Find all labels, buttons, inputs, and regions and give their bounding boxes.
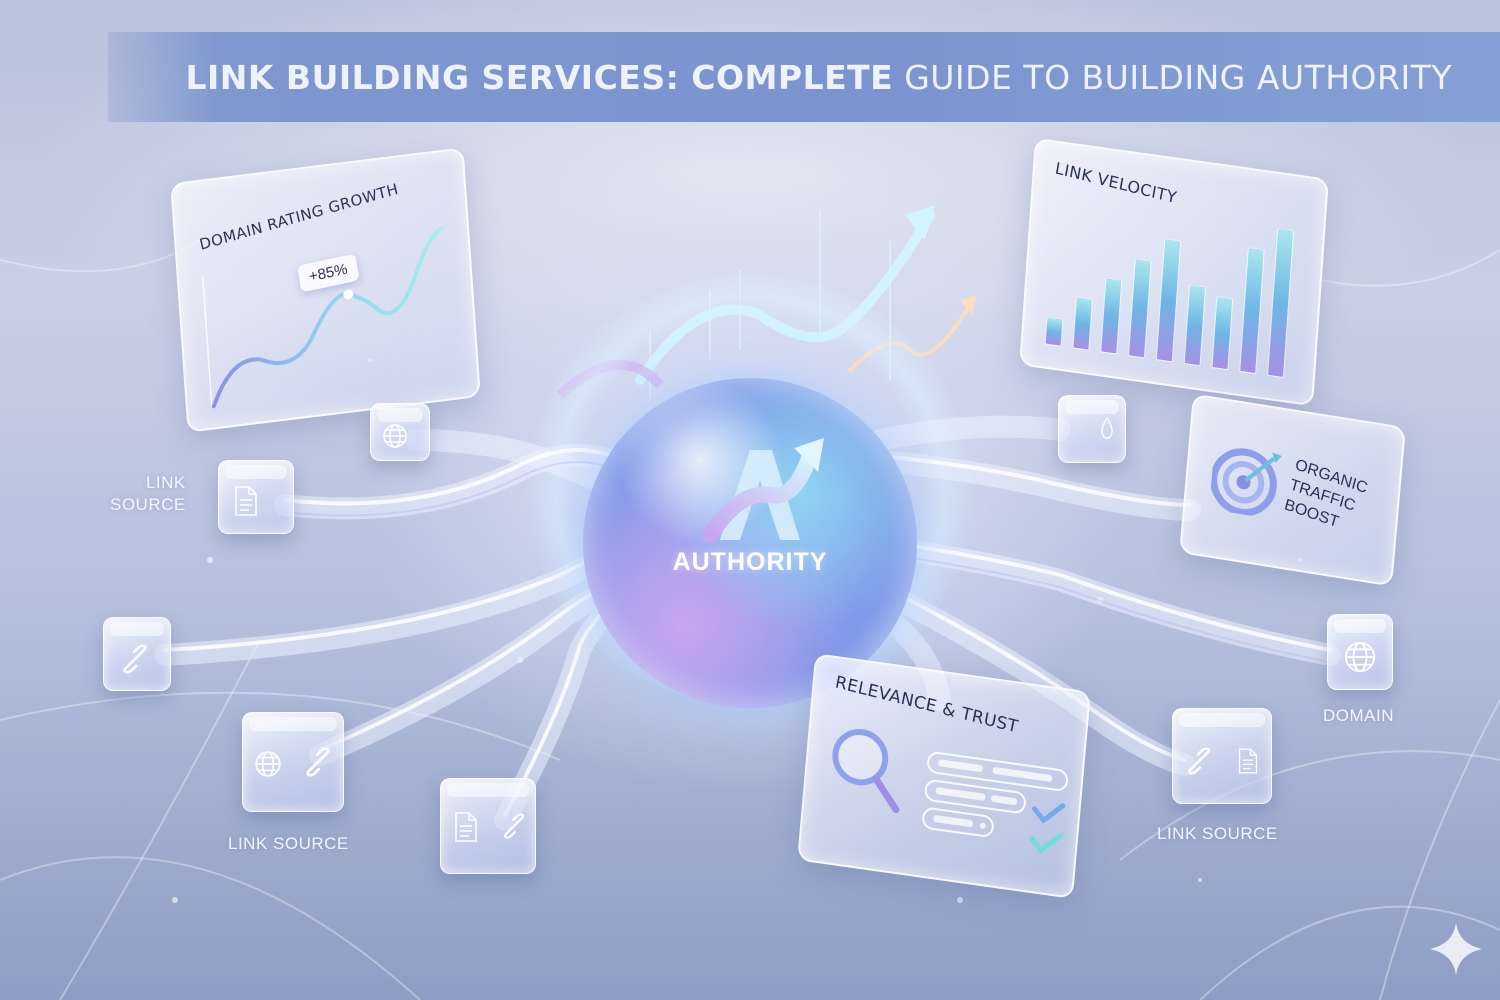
velocity-bar — [1211, 296, 1234, 371]
document-icon — [1238, 748, 1258, 774]
organic-traffic-panel: ORGANIC TRAFFIC BOOST — [1179, 393, 1406, 587]
chain-link-icon — [1188, 747, 1210, 775]
title-light-part: GUIDE TO BUILDING AUTHORITY — [893, 57, 1452, 97]
velocity-bar — [1044, 316, 1064, 347]
cube-globe-right — [1327, 614, 1393, 690]
title-bold-part: LINK BUILDING SERVICES: COMPLETE — [185, 57, 894, 97]
cube-link-document-right — [1172, 708, 1272, 804]
velocity-bar — [1128, 258, 1152, 359]
globe-icon — [1344, 641, 1376, 673]
relevance-trust-panel: RELEVANCE & TRUST — [797, 653, 1091, 899]
globe-icon — [255, 751, 281, 777]
document-icon — [235, 486, 257, 516]
chain-link-icon — [306, 747, 330, 777]
velocity-bar — [1266, 228, 1295, 379]
authority-label: AUTHORITY — [672, 548, 828, 576]
magnifier-icon — [832, 729, 900, 814]
domain-label: DOMAIN — [1323, 706, 1394, 725]
velocity-bar — [1155, 238, 1182, 363]
link-source-left-line1: LINK — [145, 473, 186, 492]
chain-link-icon — [503, 813, 525, 839]
document-icon — [455, 812, 477, 842]
cube-document-link-bottom — [440, 778, 536, 874]
drop-icon — [1101, 416, 1113, 439]
velocity-bar — [1183, 284, 1207, 367]
link-source-label-left: LINK SOURCE — [110, 472, 186, 516]
link-velocity-panel: LINK VELOCITY — [1019, 137, 1329, 407]
cube-globe-link-bottom-left — [242, 712, 344, 812]
cube-document-left — [218, 460, 294, 534]
sparkle-icon — [1430, 923, 1482, 975]
velocity-bar — [1072, 296, 1093, 351]
authority-sphere — [583, 378, 917, 708]
link-source-left-line2: SOURCE — [110, 495, 186, 514]
velocity-bar — [1239, 247, 1265, 375]
link-source-label-bottom-left: LINK SOURCE — [228, 834, 349, 853]
velocity-bar — [1100, 277, 1123, 355]
page-title: LINK BUILDING SERVICES: COMPLETE GUIDE T… — [185, 58, 1452, 97]
cube-globe-top-left — [370, 403, 430, 461]
authority-a-arrow-icon — [702, 438, 824, 543]
target-icon — [1210, 448, 1282, 517]
link-velocity-bar-chart — [1043, 195, 1307, 380]
cube-top-right — [1058, 395, 1126, 463]
title-banner: LINK BUILDING SERVICES: COMPLETE GUIDE T… — [108, 32, 1500, 122]
link-source-label-bottom-right: LINK SOURCE — [1157, 824, 1278, 843]
cube-link-left — [103, 617, 171, 691]
domain-rating-line-chart — [202, 225, 451, 409]
globe-icon — [383, 424, 407, 448]
chain-link-icon — [123, 644, 147, 674]
domain-rating-panel: DOMAIN RATING GROWTH +85% — [170, 147, 481, 433]
organic-traffic-text: ORGANIC TRAFFIC BOOST — [1282, 455, 1370, 540]
relevance-trust-illustration — [832, 729, 1069, 854]
